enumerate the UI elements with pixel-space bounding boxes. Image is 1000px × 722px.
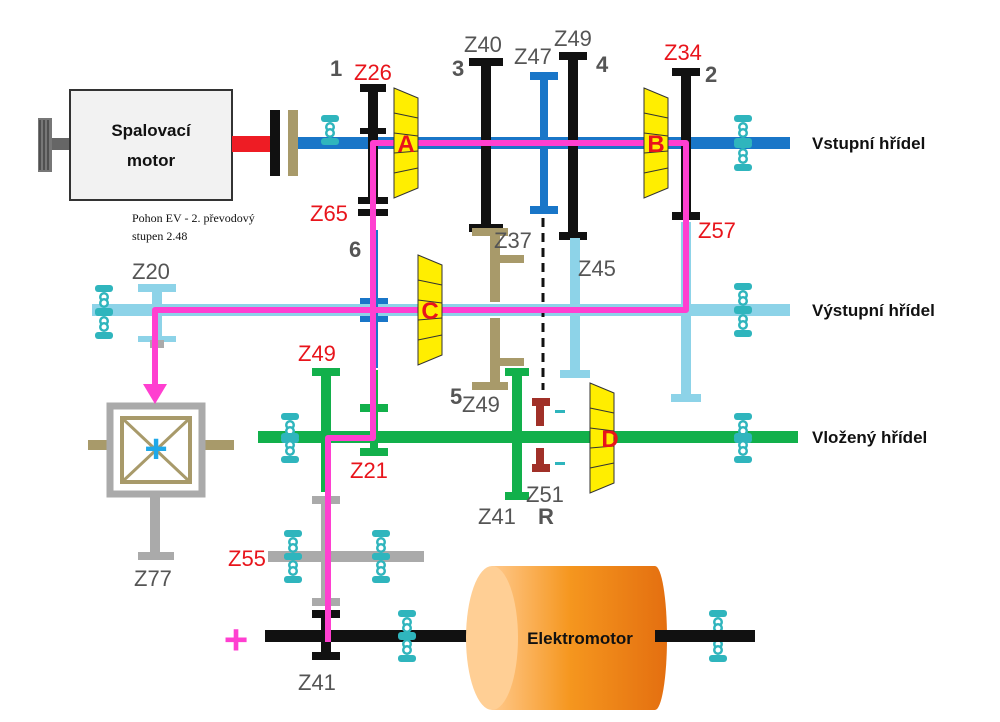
bearing-icon — [281, 433, 299, 463]
label-z45: Z45 — [578, 256, 616, 281]
gear-z57-output — [671, 230, 701, 402]
bearing-icon — [372, 553, 390, 583]
gear-number-3: 3 — [452, 56, 464, 81]
label-z49-left: Z49 — [298, 341, 336, 366]
power-flow-path — [152, 140, 689, 642]
gear-z37 — [472, 228, 524, 302]
label-z20: Z20 — [132, 259, 170, 284]
electromotor-label: Elektromotor — [527, 629, 633, 648]
bearing-icon — [734, 141, 752, 171]
label-z41-bottom: Z41 — [298, 670, 336, 695]
label-z49-top: Z49 — [554, 26, 592, 51]
label-z41-mid: Z41 — [478, 504, 516, 529]
label-z40: Z40 — [464, 32, 502, 57]
bearing-icon — [398, 632, 416, 662]
bearing-icon — [95, 309, 113, 339]
power-flow-arrow-icon — [143, 384, 167, 404]
sync-label-b: B — [647, 131, 664, 158]
label-z47: Z47 — [514, 44, 552, 69]
bearing-icon — [734, 115, 752, 145]
label-z26: Z26 — [354, 60, 392, 85]
engine-label-line1: Spalovací — [111, 121, 192, 140]
gear-number-1: 1 — [330, 56, 342, 81]
electromotor — [466, 566, 755, 710]
gear-number-2: 2 — [705, 62, 717, 87]
bearing-icon — [734, 307, 752, 337]
intermediate-shaft — [258, 431, 798, 443]
engine-pulley-icon — [38, 118, 72, 172]
ev-plus-icon: + — [224, 616, 249, 663]
label-z51: Z51 — [526, 482, 564, 507]
clutch-disc-black — [270, 110, 280, 176]
gear-number-r: R — [538, 504, 554, 529]
gear-z41-green — [505, 368, 529, 500]
label-z57: Z57 — [698, 218, 736, 243]
ev-drive-note-line2: stupen 2.48 — [132, 229, 187, 243]
ev-drive-note-line1: Pohon EV - 2. převodový — [132, 211, 255, 225]
label-z21: Z21 — [350, 458, 388, 483]
gear-r-z51 — [532, 398, 550, 472]
sync-label-a: A — [397, 131, 414, 158]
differential — [88, 402, 234, 498]
sync-label-c: C — [421, 298, 438, 325]
clutch-disc-khaki — [288, 110, 298, 176]
z55-shaft — [268, 551, 424, 562]
label-intermediate-shaft: Vložený hřídel — [812, 428, 927, 447]
label-z77: Z77 — [134, 566, 172, 591]
gear-5-z49 — [472, 318, 524, 390]
label-z49-mid: Z49 — [462, 392, 500, 417]
engine-box — [69, 89, 233, 201]
gear-number-6: 6 — [349, 237, 361, 262]
label-input-shaft: Vstupní hřídel — [812, 134, 925, 153]
label-z55: Z55 — [228, 546, 266, 571]
gear-4-z49 — [559, 52, 587, 240]
bearing-icon — [284, 553, 302, 583]
differential-plus-icon: + — [144, 427, 167, 471]
bearing-icon — [321, 115, 339, 145]
gear-z77 — [138, 492, 174, 560]
gear-number-5: 5 — [450, 384, 462, 409]
label-z37: Z37 — [494, 228, 532, 253]
label-z65: Z65 — [310, 201, 348, 226]
sync-label-d: D — [601, 426, 618, 453]
engine-label-line2: motor — [127, 151, 176, 170]
gear-z49-green — [312, 368, 340, 492]
label-output-shaft: Výstupní hřídel — [812, 301, 935, 320]
reverse-idler-stubs — [555, 410, 565, 465]
engine-coupling-shaft — [232, 136, 272, 152]
gear-number-4: 4 — [596, 52, 609, 77]
bearing-icon — [734, 433, 752, 463]
label-z34: Z34 — [664, 40, 702, 65]
